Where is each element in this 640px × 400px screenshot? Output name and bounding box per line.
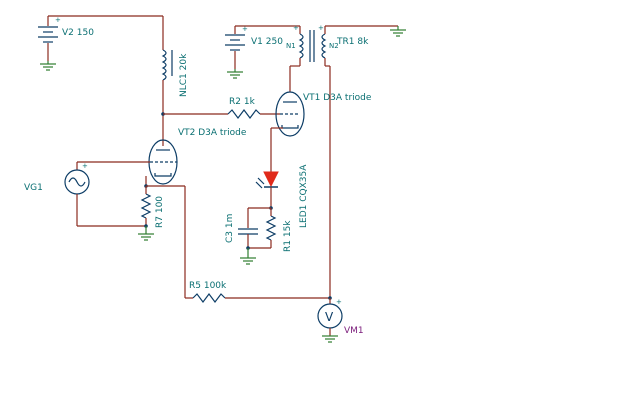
vm1-label: VM1 <box>344 326 364 336</box>
r5-resistor[interactable] <box>192 293 226 303</box>
r7-resistor[interactable] <box>140 193 152 219</box>
v1-ground-icon <box>227 69 243 79</box>
r2-resistor[interactable] <box>227 109 261 119</box>
tr1-label: TR1 8k <box>336 37 369 47</box>
v2-label: V2 150 <box>62 28 94 38</box>
vm1-plus-sign: + <box>336 298 342 306</box>
r5-label: R5 100k <box>189 281 227 291</box>
v2-battery[interactable]: + <box>38 15 163 61</box>
r1-ground-icon <box>240 248 256 265</box>
tr1-plus-right: + <box>318 24 324 32</box>
vm1-ground-icon <box>322 335 338 343</box>
v2-plus-sign: + <box>55 16 61 24</box>
r2-label: R2 1k <box>229 97 256 107</box>
v1-plus-sign: + <box>242 25 248 33</box>
vg1-label: VG1 <box>24 183 43 193</box>
n2-label: N2 <box>329 42 339 50</box>
tr1-ground-icon <box>390 26 406 37</box>
vt2-triode[interactable] <box>148 139 178 185</box>
led1-label: LED1 CQX35A <box>299 164 309 228</box>
tr1-plus-left: + <box>293 24 299 32</box>
r7-ground-icon <box>138 226 154 241</box>
vt1-label: VT1 D3A triode <box>303 93 372 103</box>
v2-ground-icon <box>40 61 56 71</box>
n1-label: N1 <box>286 42 296 50</box>
r7-label: R7 100 <box>155 196 165 228</box>
v1-battery[interactable]: + <box>225 25 300 69</box>
led1-diode[interactable] <box>255 171 279 189</box>
v1-label: V1 250 <box>251 37 283 47</box>
r1-label: R1 15k <box>283 220 293 252</box>
c3-label: C3 1m <box>225 214 235 243</box>
vg1-plus-sign: + <box>82 162 88 170</box>
vm1-v-symbol: V <box>325 310 334 324</box>
vt2-label: VT2 D3A triode <box>178 128 247 138</box>
c3-capacitor[interactable] <box>238 228 258 235</box>
r1-resistor[interactable] <box>265 215 277 241</box>
nlc1-inductor[interactable] <box>161 49 173 81</box>
nlc1-label: NLC1 20k <box>179 53 189 97</box>
tr1-transformer[interactable]: + + <box>293 24 327 66</box>
vt1-triode[interactable] <box>275 91 305 137</box>
